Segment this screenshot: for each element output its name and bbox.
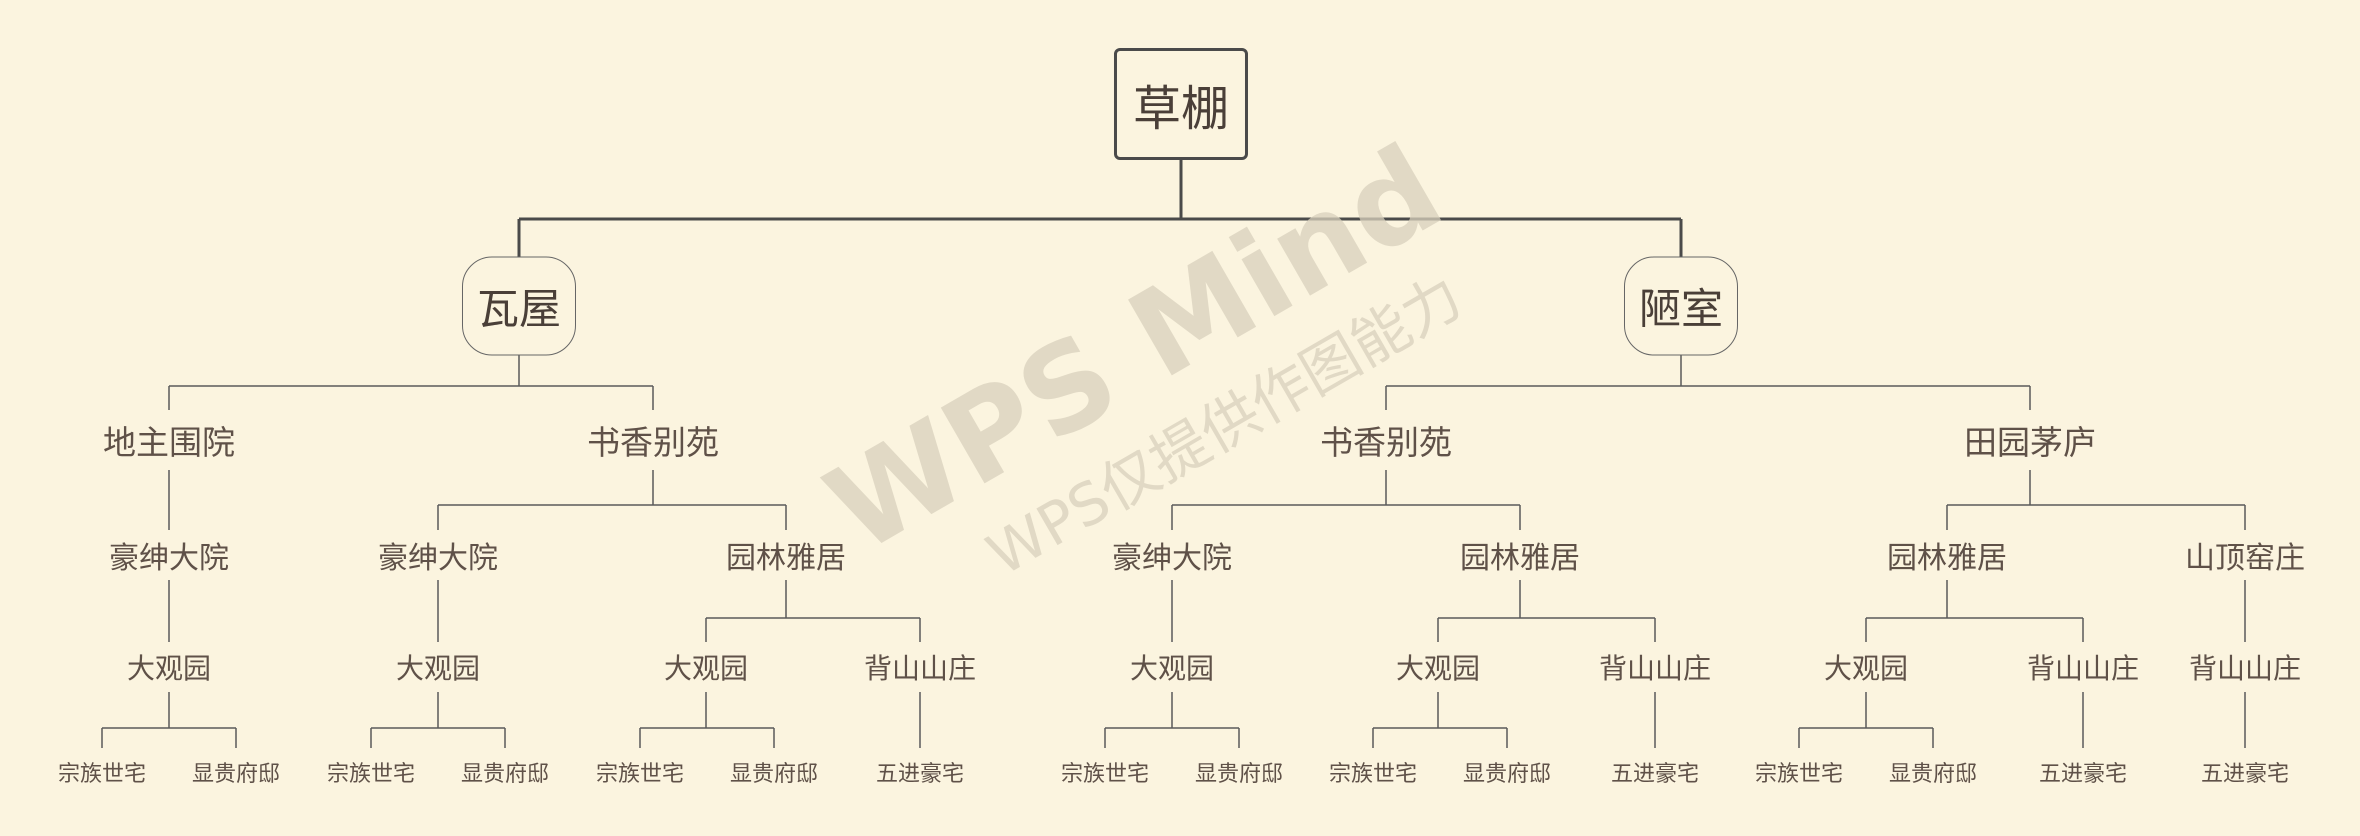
- leaf-xiangui-fudi[interactable]: 显贵府邸: [1194, 762, 1284, 787]
- leaf-xiangui-fudi[interactable]: 显贵府邸: [729, 762, 819, 787]
- node-daguanyuan[interactable]: 大观园: [663, 652, 749, 685]
- leaf-zongzu-shizhai[interactable]: 宗族世宅: [1328, 762, 1418, 787]
- node-shanding-yaozhuang[interactable]: 山顶窑庄: [2185, 541, 2305, 576]
- node-yuanlin-yaju[interactable]: 园林雅居: [726, 541, 846, 576]
- leaf-xiangui-fudi[interactable]: 显贵府邸: [1888, 762, 1978, 787]
- node-yuanlin-yaju[interactable]: 园林雅居: [1887, 541, 2007, 576]
- node-daguanyuan[interactable]: 大观园: [1823, 652, 1909, 685]
- connector-line: [1946, 470, 2246, 530]
- node-haoshen-dayuan[interactable]: 豪绅大院: [378, 541, 498, 576]
- connector-line: [639, 692, 775, 748]
- leaf-wujin-haozhai[interactable]: 五进豪宅: [1610, 762, 1700, 787]
- connector-line: [1437, 580, 1656, 642]
- leaf-wujin-haozhai[interactable]: 五进豪宅: [2038, 762, 2128, 787]
- connector-line: [101, 692, 237, 748]
- node-tianyuan-maolu[interactable]: 田园茅庐: [1964, 423, 2096, 462]
- connector-line: [1798, 692, 1934, 748]
- leaf-zongzu-shizhai[interactable]: 宗族世宅: [57, 762, 147, 787]
- node-daguanyuan[interactable]: 大观园: [1129, 652, 1215, 685]
- leaf-xiangui-fudi[interactable]: 显贵府邸: [191, 762, 281, 787]
- leaf-zongzu-shizhai[interactable]: 宗族世宅: [1754, 762, 1844, 787]
- connector-line: [1171, 470, 1521, 530]
- connector-line: [1385, 350, 2031, 410]
- node-beishan-shanzhuang[interactable]: 背山山庄: [863, 652, 977, 685]
- node-shuxiang-bieyuan-1[interactable]: 书香别苑: [587, 423, 719, 462]
- connector-line: [437, 470, 787, 530]
- node-beishan-shanzhuang[interactable]: 背山山庄: [1598, 652, 1712, 685]
- connector-line: [370, 692, 506, 748]
- node-haoshen-dayuan[interactable]: 豪绅大院: [1112, 541, 1232, 576]
- leaf-xiangui-fudi[interactable]: 显贵府邸: [460, 762, 550, 787]
- branch-loushi[interactable]: 陋室: [1623, 256, 1739, 356]
- leaf-zongzu-shizhai[interactable]: 宗族世宅: [595, 762, 685, 787]
- leaf-wujin-haozhai[interactable]: 五进豪宅: [2200, 762, 2290, 787]
- node-beishan-shanzhuang[interactable]: 背山山庄: [2188, 652, 2302, 685]
- node-yuanlin-yaju[interactable]: 园林雅居: [1460, 541, 1580, 576]
- node-daguanyuan[interactable]: 大观园: [1395, 652, 1481, 685]
- node-daguanyuan[interactable]: 大观园: [395, 652, 481, 685]
- connector-line: [1372, 692, 1508, 748]
- leaf-xiangui-fudi[interactable]: 显贵府邸: [1462, 762, 1552, 787]
- connector-line: [705, 580, 921, 642]
- branch-wawu[interactable]: 瓦屋: [461, 256, 577, 356]
- leaf-wujin-haozhai[interactable]: 五进豪宅: [875, 762, 965, 787]
- root-node[interactable]: 草棚: [1113, 48, 1249, 160]
- node-dizhu-weiyuan[interactable]: 地主围院: [103, 423, 235, 462]
- node-daguanyuan[interactable]: 大观园: [126, 652, 212, 685]
- node-shuxiang-bieyuan-2[interactable]: 书香别苑: [1320, 423, 1452, 462]
- connector-line: [1865, 580, 2084, 642]
- connector-line: [1104, 692, 1240, 748]
- leaf-zongzu-shizhai[interactable]: 宗族世宅: [326, 762, 416, 787]
- connector-line: [168, 350, 654, 410]
- node-haoshen-dayuan[interactable]: 豪绅大院: [109, 541, 229, 576]
- connector-line: [517, 160, 1683, 258]
- leaf-zongzu-shizhai[interactable]: 宗族世宅: [1060, 762, 1150, 787]
- node-beishan-shanzhuang[interactable]: 背山山庄: [2026, 652, 2140, 685]
